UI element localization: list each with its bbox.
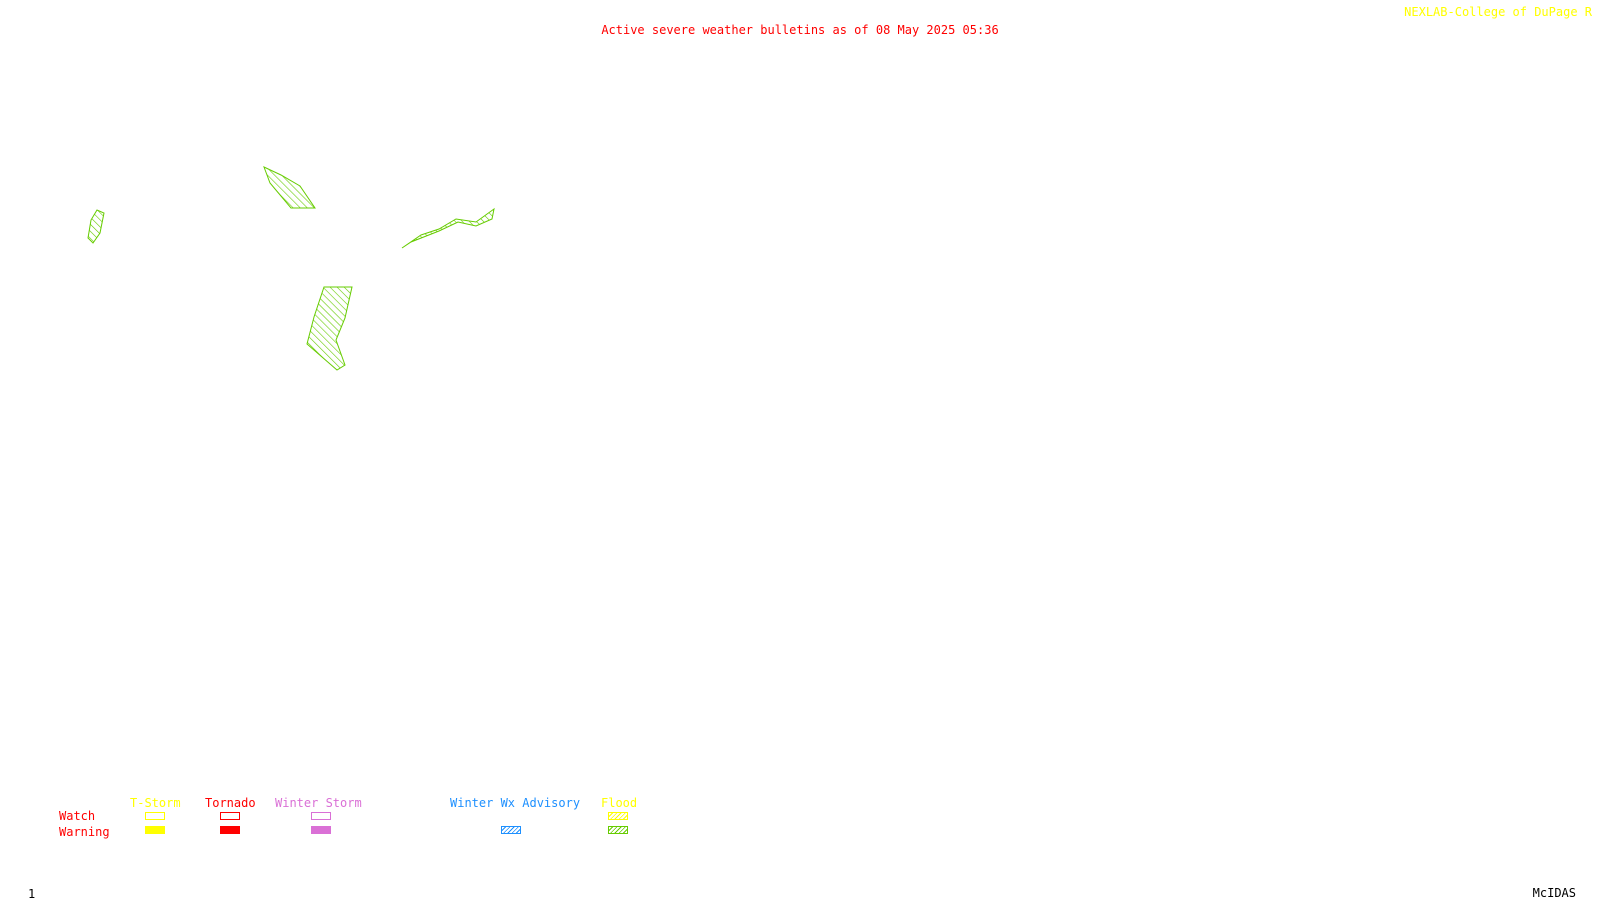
legend-label-flood: Flood bbox=[601, 796, 638, 810]
flood-warning-polygon-2 bbox=[263, 166, 316, 209]
legend-label-winter-storm: Winter Storm bbox=[275, 796, 362, 810]
legend-row-warning: Warning bbox=[59, 825, 110, 839]
frame-number: 1 bbox=[28, 887, 36, 901]
legend-swatch-winter-storm-warning bbox=[311, 826, 331, 834]
legend-row-watch: Watch bbox=[59, 809, 96, 823]
legend-label-tstorm: T-Storm bbox=[130, 796, 181, 810]
legend-label-winter-wx-advisory: Winter Wx Advisory bbox=[450, 796, 581, 810]
legend-swatch-tstorm-warning bbox=[145, 826, 165, 834]
legend-label-tornado: Tornado bbox=[205, 796, 256, 810]
brand-label: McIDAS bbox=[1532, 886, 1576, 900]
legend-swatch-winter-wx-advisory bbox=[501, 826, 521, 834]
flood-warning-polygon-1 bbox=[87, 209, 105, 244]
legend-swatch-flood-watch bbox=[608, 812, 628, 820]
flood-warning-polygon-3 bbox=[401, 207, 495, 249]
credit-text: NEXLAB-College of DuPage R bbox=[1404, 5, 1592, 19]
page-title: Active severe weather bulletins as of 08… bbox=[601, 23, 999, 37]
legend-swatch-tornado-watch bbox=[220, 812, 240, 820]
legend-swatch-winter-storm-watch bbox=[311, 812, 331, 820]
legend-swatch-tornado-warning bbox=[220, 826, 240, 834]
legend-swatch-tstorm-watch bbox=[145, 812, 165, 820]
legend-swatch-flood-warning bbox=[608, 826, 628, 834]
flood-warning-polygon-4 bbox=[306, 286, 353, 371]
